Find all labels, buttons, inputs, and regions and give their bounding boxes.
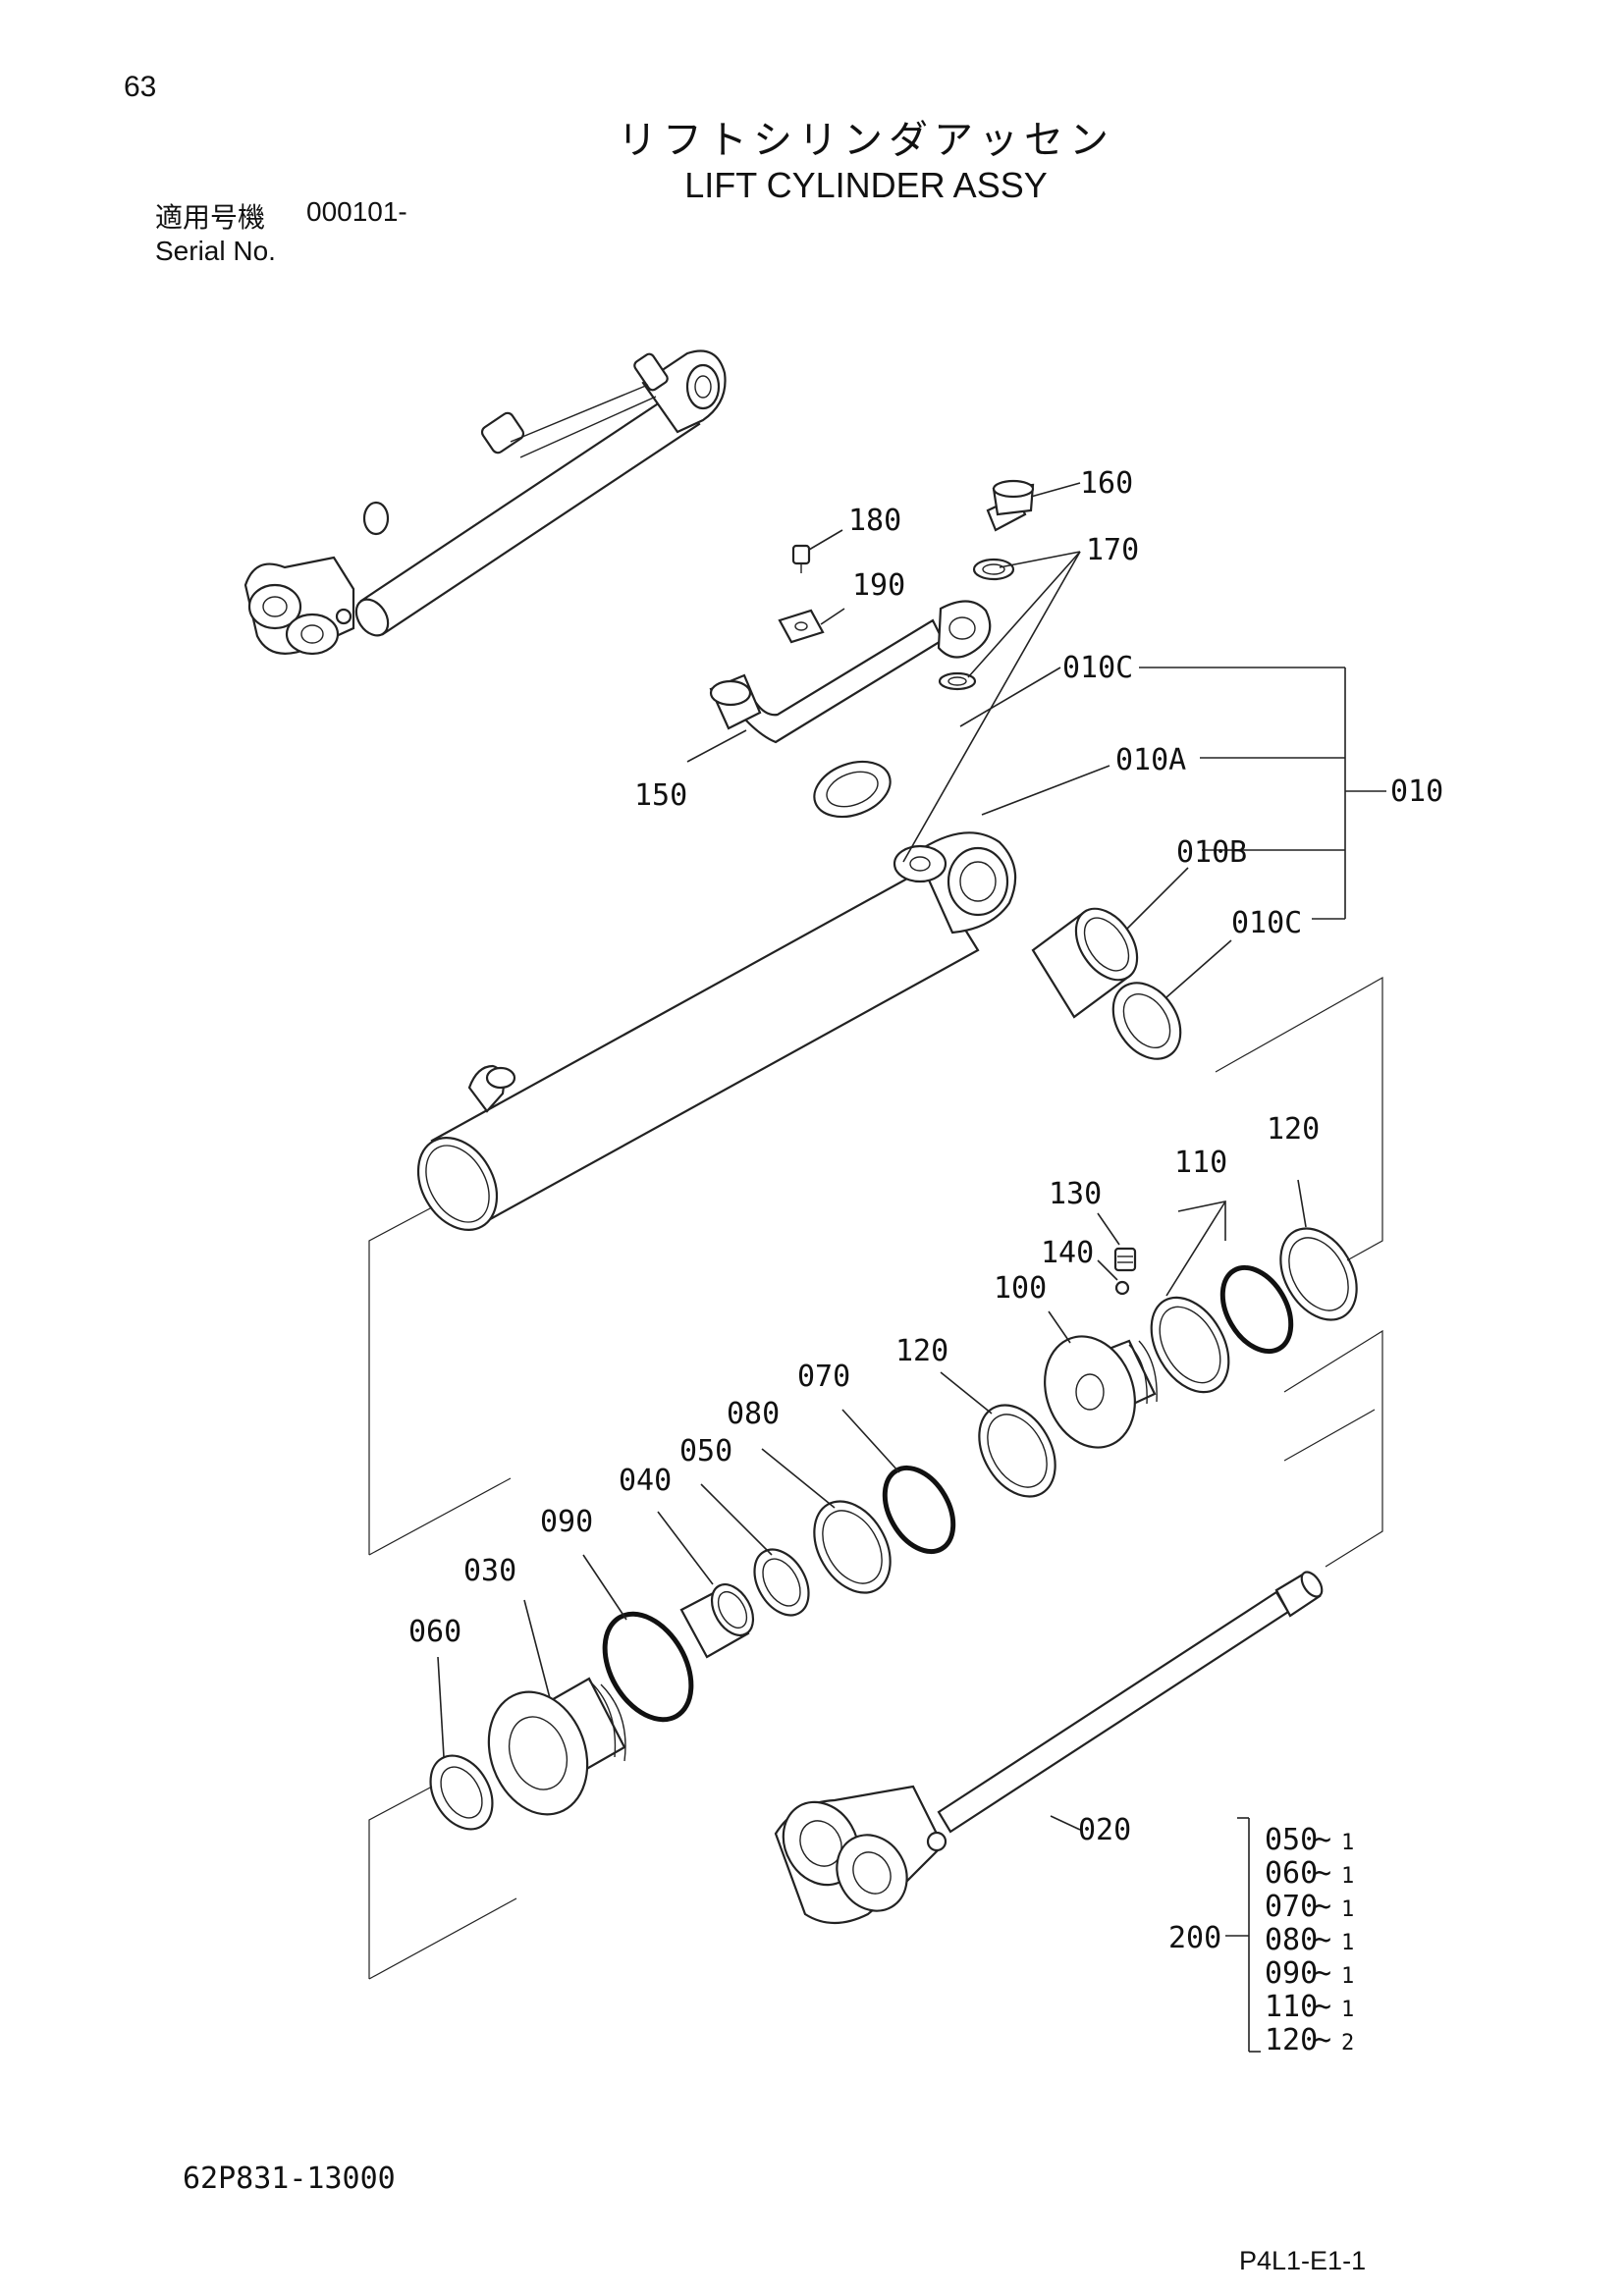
svg-text:~: ~ (1314, 1956, 1331, 1991)
svg-text:~: ~ (1314, 1890, 1331, 1924)
callout-060: 060 (408, 1615, 461, 1649)
svg-text:~: ~ (1314, 1856, 1331, 1891)
kit-item-part: 070 (1265, 1890, 1318, 1924)
callout-150: 150 (634, 778, 687, 813)
page-code: P4L1-E1-1 (1239, 2246, 1367, 2275)
callout-050: 050 (679, 1434, 732, 1468)
page-title-japanese: リフトシリンダアッセン (618, 118, 1114, 163)
piston-seals-illustration (429, 1227, 1358, 1831)
kit-item-qty: 1 (1341, 1864, 1354, 1889)
callout-180: 180 (848, 504, 901, 538)
leader-lines (437, 482, 1386, 2053)
assembled-cylinder-illustration (244, 349, 727, 656)
kit-item-qty: 1 (1341, 1931, 1354, 1955)
piston-rod-illustration (774, 1571, 1324, 1924)
cylinder-tube-illustration (416, 760, 1182, 1231)
callout-200: 200 (1168, 1921, 1221, 1955)
callout-170: 170 (1086, 533, 1139, 567)
callout-030: 030 (463, 1554, 516, 1588)
callout-010c-top: 010C (1062, 651, 1133, 685)
kit-item-part: 120 (1265, 2023, 1318, 2057)
page-title: LIFT CYLINDER ASSY (684, 165, 1048, 205)
callout-090: 090 (540, 1505, 593, 1539)
callout-110: 110 (1174, 1146, 1227, 1180)
callout-140: 140 (1041, 1236, 1094, 1270)
serial-value: 000101- (306, 196, 407, 227)
callout-130: 130 (1049, 1177, 1102, 1211)
kit-item-part: 110 (1265, 1990, 1318, 2024)
kit-item-part: 050 (1265, 1823, 1318, 1857)
kit-item-part: 060 (1265, 1856, 1318, 1891)
kit-item-qty: 1 (1341, 1831, 1354, 1855)
callout-120-top: 120 (1267, 1112, 1320, 1147)
pipe-assembly-illustration (709, 479, 1035, 744)
kit-item-part: 080 (1265, 1923, 1318, 1957)
svg-text:~: ~ (1314, 1990, 1331, 2024)
callout-labels: 160 180 170 190 150 010C 010A 010 010B 0… (408, 466, 1443, 1955)
callout-010b: 010B (1176, 835, 1247, 870)
kit-item-qty: 2 (1341, 2031, 1354, 2056)
kit-item-part: 090 (1265, 1956, 1318, 1991)
callout-010a: 010A (1115, 743, 1186, 777)
callout-120-mid: 120 (895, 1334, 948, 1368)
callout-070: 070 (797, 1360, 850, 1394)
callout-010: 010 (1390, 774, 1443, 809)
callout-160: 160 (1080, 466, 1133, 501)
serial-label-japanese: 適用号機 (155, 201, 266, 234)
serial-label: Serial No. (155, 236, 276, 266)
callout-100: 100 (994, 1271, 1047, 1306)
callout-010c-bottom: 010C (1231, 906, 1302, 940)
kit-item-qty: 1 (1341, 1897, 1354, 1922)
callout-020: 020 (1078, 1813, 1131, 1847)
kit-200-list: 050 ~ 1 060 ~ 1 070 ~ 1 080 ~ 1 090 ~ 1 … (1265, 1823, 1354, 2057)
kit-item-qty: 1 (1341, 1964, 1354, 1989)
callout-040: 040 (619, 1464, 672, 1498)
svg-text:~: ~ (1314, 2023, 1331, 2057)
page-number: 63 (124, 71, 157, 103)
callout-190: 190 (852, 568, 905, 603)
assembly-guide-lines (368, 976, 1383, 1980)
svg-text:~: ~ (1314, 1823, 1331, 1857)
kit-item-qty: 1 (1341, 1998, 1354, 2022)
svg-text:~: ~ (1314, 1923, 1331, 1957)
drawing-part-number: 62P831-13000 (183, 2162, 396, 2196)
callout-080: 080 (727, 1397, 780, 1431)
